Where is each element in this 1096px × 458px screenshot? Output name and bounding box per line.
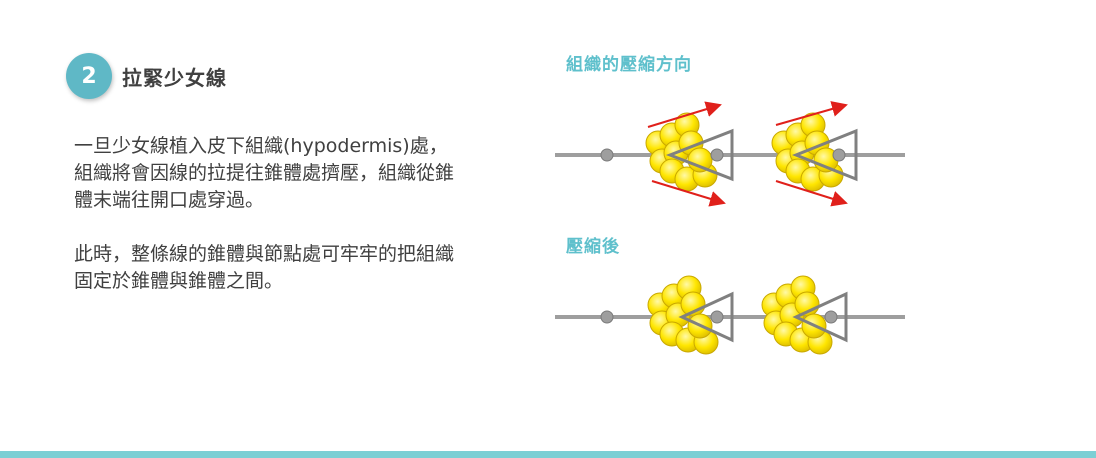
- cone-2: [791, 128, 858, 182]
- after-compression-label: 壓縮後: [566, 237, 620, 257]
- tissue-cluster-1: [645, 112, 718, 192]
- thread-knot: [600, 310, 614, 324]
- cone-1-node: [710, 148, 724, 162]
- arrow-down-1: [651, 180, 726, 207]
- cone-1: [665, 128, 734, 182]
- arrow-up-1: [647, 101, 722, 128]
- step-number-badge: 2: [66, 53, 112, 99]
- description-paragraph-1: 一旦少女線植入皮下組織(hypodermis)處，組織將會因線的拉提往錐體處擠壓…: [74, 135, 455, 211]
- thread-knot: [600, 148, 614, 162]
- after-compression-diagram: [555, 275, 905, 355]
- footer-bar: [0, 451, 1096, 458]
- cone-4: [792, 291, 848, 343]
- cone-3-node: [710, 310, 724, 324]
- compression-direction-diagram: [555, 101, 905, 207]
- cone-4-node: [824, 310, 838, 324]
- arrow-up-2: [775, 101, 848, 126]
- description-paragraph-2: 此時，整條線的錐體與節點處可牢牢的把組織固定於錐體與錐體之間。: [74, 243, 455, 292]
- cone-3: [678, 291, 734, 343]
- description-text: 一旦少女線植入皮下組織(hypodermis)處，組織將會因線的拉提往錐體處擠壓…: [74, 133, 454, 322]
- arrow-down-2: [775, 180, 848, 207]
- cone-2-node: [832, 148, 846, 162]
- compression-direction-label: 組織的壓縮方向: [566, 55, 692, 75]
- tissue-cluster-4: [761, 275, 833, 355]
- tissue-cluster-3: [647, 275, 719, 355]
- step-title: 拉緊少女線: [122, 66, 227, 90]
